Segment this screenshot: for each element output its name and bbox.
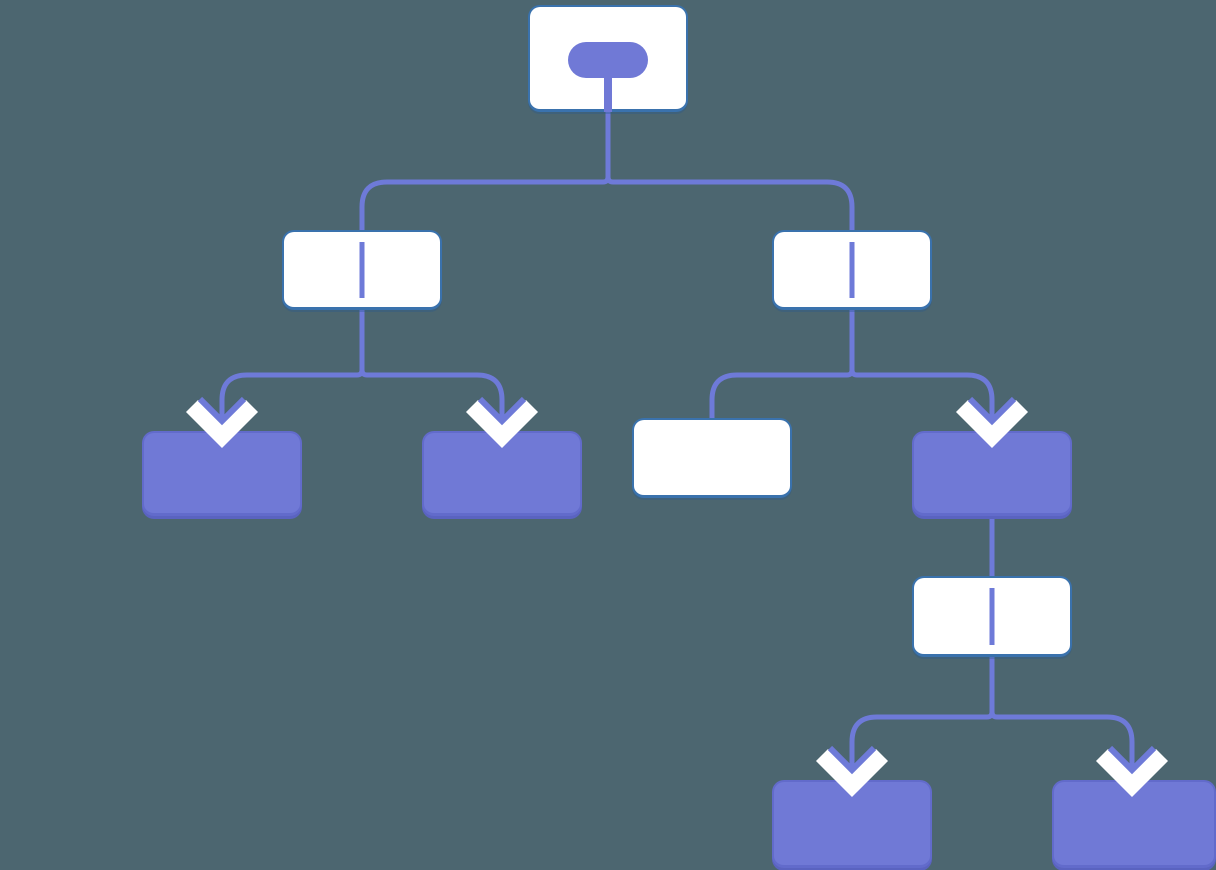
diagram-node-n1[interactable]: [282, 230, 442, 310]
node-decoration-stem: [604, 60, 612, 112]
diagram-node-n8[interactable]: [772, 780, 932, 868]
diagram-node-n4[interactable]: [422, 431, 582, 516]
diagram-node-n5[interactable]: [632, 418, 792, 498]
edge-n0-to-n2: [605, 112, 855, 230]
edge-n1-to-n4: [359, 310, 505, 432]
node-decoration-pill: [568, 42, 648, 78]
diagram-node-n7[interactable]: [912, 576, 1072, 657]
diagram-node-n6[interactable]: [912, 431, 1072, 516]
diagram-node-n3[interactable]: [142, 431, 302, 516]
edge-n2-to-n6: [849, 310, 995, 432]
diagram-node-n2[interactable]: [772, 230, 932, 310]
edge-paths: [219, 112, 1135, 781]
diagram-node-n9[interactable]: [1052, 780, 1216, 868]
diagram-node-n0[interactable]: [528, 5, 688, 112]
edge-n7-to-n9: [989, 657, 1135, 781]
